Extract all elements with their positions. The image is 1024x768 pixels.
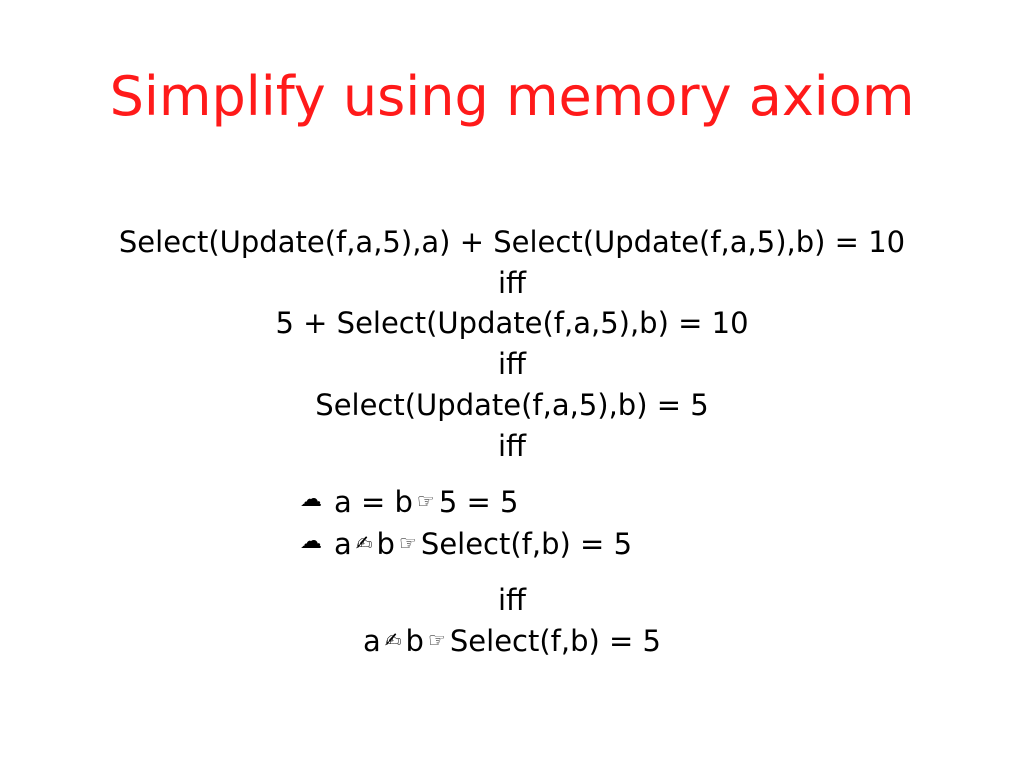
final-b: b	[405, 624, 424, 658]
iff-line-2: iff	[497, 347, 527, 381]
case-2-a: a	[334, 527, 352, 561]
writing-hand-icon: ✍	[355, 531, 373, 555]
case-row-1: ☁ a = b☞5 = 5	[300, 480, 519, 522]
final-a: a	[362, 624, 381, 658]
final-line: a✍b☞Select(f,b) = 5	[0, 620, 1024, 661]
case-2-result: Select(f,b) = 5	[420, 527, 633, 561]
iff-line-3: iff	[497, 429, 527, 463]
equation-line-1: Select(Update(f,a,5),a) + Select(Update(…	[118, 225, 906, 259]
cloud-bullet-icon: ☁	[300, 529, 322, 554]
pointing-hand-icon: ☞	[398, 531, 417, 555]
cloud-bullet-icon: ☁	[300, 487, 322, 512]
pointing-hand-icon: ☞	[427, 628, 446, 652]
writing-hand-icon: ✍	[384, 628, 402, 652]
case-row-2: ☁ a✍b☞Select(f,b) = 5	[300, 522, 632, 564]
iff-line-4: iff	[497, 583, 527, 617]
iff-line-1: iff	[497, 266, 527, 300]
equation-line-2: 5 + Select(Update(f,a,5),b) = 10	[275, 306, 749, 340]
case-1-condition: a = b	[334, 485, 413, 519]
case-1-result: 5 = 5	[438, 485, 519, 519]
pointing-hand-icon: ☞	[416, 489, 435, 513]
case-2-b: b	[376, 527, 395, 561]
final-result: Select(f,b) = 5	[449, 624, 662, 658]
equation-line-3: Select(Update(f,a,5),b) = 5	[315, 388, 709, 422]
slide-title: Simplify using memory axiom	[109, 65, 915, 128]
